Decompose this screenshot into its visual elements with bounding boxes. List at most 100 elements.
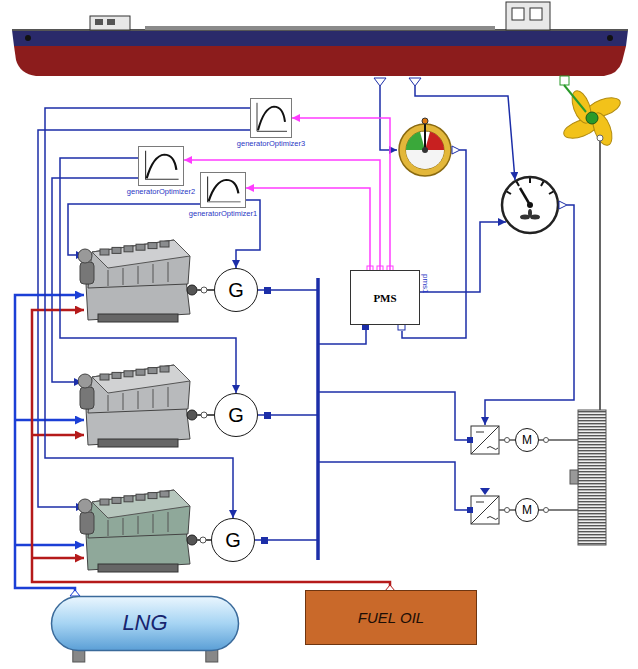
signal-wires [38,86,574,507]
propeller-shaft [599,141,601,410]
fuel-oil-tank: FUEL OIL [305,590,477,645]
curve-icon [201,173,245,207]
setpoint-connector [292,118,390,270]
machine-circle: G [211,518,255,562]
ship-hull [12,30,628,46]
shaft-couplings [505,438,510,443]
converter-symbol [471,496,499,524]
ship-superstructure [107,19,115,25]
shaft-couplings [200,537,206,543]
converter-symbol [471,426,499,454]
electric-bus [316,278,320,560]
oil-fuel-line [32,310,390,590]
block-title: PMS [373,292,396,304]
tank-port [70,590,80,596]
optimizer-block: generatorOptimizer3 [250,98,292,138]
machine-letter: M [522,504,532,516]
shaft-couplings [201,412,207,418]
ship-hull [145,26,495,30]
engine-shafts [197,290,214,540]
ship-superstructure [90,16,130,30]
chart-curve [209,180,239,201]
bus-terminals [264,412,271,419]
machine-circle: G [214,268,258,312]
speed-dial [527,202,533,208]
machine-letter: G [228,405,244,425]
chart-curve [147,155,177,179]
lng-fuel-line [15,295,84,595]
propeller-shaft [597,135,603,141]
telegraph-gauge [399,118,451,176]
speed-dial [502,177,558,233]
shaft-couplings [505,508,510,513]
converter-symbol [471,496,499,524]
chart-axes [146,151,179,180]
machine-letter: M [522,434,532,446]
shaft-couplings [544,438,549,443]
converter-symbol [467,426,499,524]
telegraph-gauge [422,118,428,124]
propeller-symbol [586,112,598,124]
shaft-couplings [201,287,207,293]
propeller-link [564,85,586,112]
electric-bus [318,392,471,510]
propeller-shaft [597,135,603,410]
electric-bus [255,290,318,540]
gearbox-symbol [570,470,578,484]
telegraph-gauge [406,132,425,150]
motor-shafts [499,440,578,510]
ship-superstructure [95,19,103,25]
speed-dial [507,178,554,194]
block-label: generatorOptimizer2 [127,188,195,196]
chart-axes [208,176,241,202]
ship-hull [607,35,613,41]
ship-superstructure [512,8,524,20]
propeller-symbol [561,88,623,148]
engine-figure [78,240,197,322]
engine-figure [78,490,197,572]
signal-wires [38,130,250,507]
ship-hull [12,26,628,76]
control-connector [45,108,250,518]
converter-symbol [471,426,499,454]
oil-fuel-line [32,434,84,437]
tank-label: FUEL OIL [358,609,424,626]
lng-fuel-line [15,295,84,595]
curve-icon [251,99,291,137]
machine-letter: G [225,530,241,550]
lng-fuel-line [15,419,84,422]
machine-circle: G [214,393,258,437]
shaft-couplings [200,287,207,543]
lng-tank: LNG [50,595,240,663]
power-management-box: PMSpms1 [350,270,420,325]
motor-shafts [499,440,578,510]
converter-symbol [467,437,473,443]
chart-axes [257,103,287,132]
machine-circle: M [515,498,539,522]
ship-superstructure [90,2,550,30]
bus-terminals [264,287,271,294]
block-label: generatorOptimizer1 [189,210,257,218]
signal-wires [415,86,515,180]
optimizer-block: generatorOptimizer1 [200,172,246,208]
signal-wires [485,205,574,425]
setpoint-connector [246,188,370,270]
optimizer-block: generatorOptimizer2 [138,146,184,186]
ship-hull [25,35,31,41]
converter-symbol [480,488,490,495]
bus-terminals [261,537,268,544]
gauge-output [452,146,460,154]
tank-body [52,597,239,651]
ship-superstructure [506,2,550,30]
ship-ports [409,78,421,86]
telegraph-gauge [399,124,451,176]
ship-ports [374,78,386,86]
engine-figure [78,365,197,447]
engine-shafts [197,290,214,540]
converter-symbol [467,507,473,513]
oil-fuel-line [32,557,84,560]
instance-label: pms1 [421,274,429,294]
gearbox-symbol [578,410,606,545]
